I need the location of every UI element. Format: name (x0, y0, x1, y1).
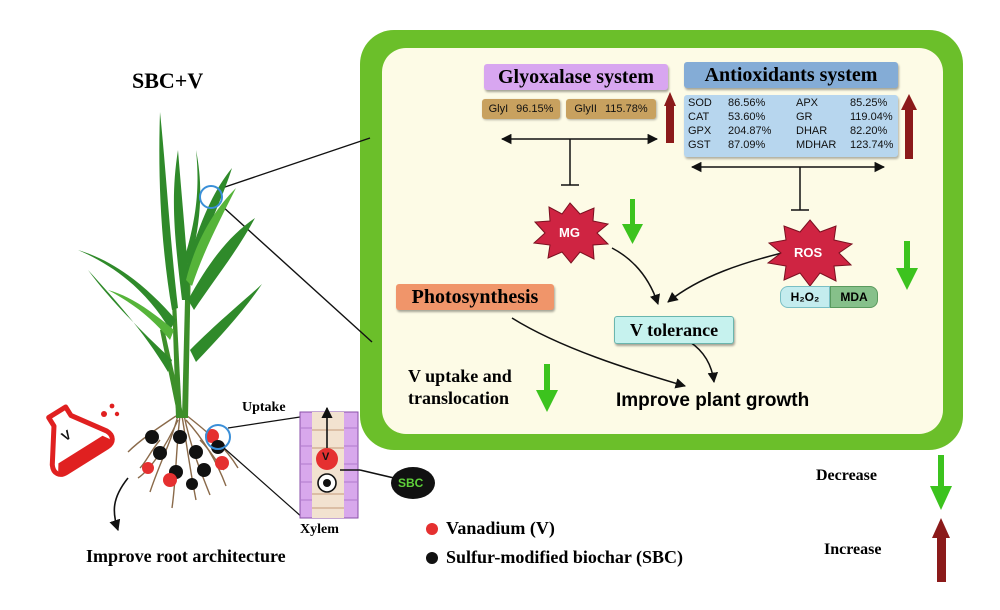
anti-name: SOD (688, 97, 712, 109)
anti-name: GPX (688, 125, 712, 137)
anti-value: 86.56% (728, 97, 766, 109)
mg-decrease-arrow (622, 199, 643, 244)
v-uptake-line2: translocation (408, 388, 509, 408)
v-uptake-line1: V uptake and (408, 366, 512, 386)
v-tolerance-label: V tolerance (629, 319, 719, 340)
anti-value: 85.25% (850, 97, 888, 109)
legend-biochar-dot (426, 552, 438, 564)
anti-value: 53.60% (728, 111, 766, 123)
plant-growth-label: Improve plant growth (616, 390, 810, 411)
uptake-label: Uptake (242, 400, 286, 415)
legend-biochar-label: Sulfur-modified biochar (SBC) (446, 547, 684, 567)
photosynthesis-box: Photosynthesis (396, 284, 554, 310)
glyoxalase-title: Glyoxalase system (497, 65, 655, 88)
anti-value: 123.74% (850, 139, 894, 151)
glyi-value: 96.15% (516, 103, 554, 115)
anti-name: GR (796, 111, 813, 123)
glyi-pill: GlyI 96.15% (482, 99, 560, 119)
h2o2-pill: H₂O₂ (780, 286, 830, 308)
glyoxalase-increase-arrow (664, 92, 676, 143)
mg-burst (532, 202, 610, 264)
antioxidants-title: Antioxidants system (704, 63, 878, 86)
xylem-section (299, 406, 395, 519)
glyi-name: GlyI (488, 103, 509, 115)
left-title: SBC+V (132, 68, 204, 93)
glyoxalase-title-box: Glyoxalase system (484, 64, 668, 90)
root-magnify-circle (205, 424, 231, 450)
glyii-pill: GlyII 115.78% (566, 99, 656, 119)
anti-name: MDHAR (796, 139, 837, 151)
sbc-badge-shape (391, 467, 435, 499)
anti-name: CAT (688, 111, 710, 123)
plant-illustration (78, 112, 262, 509)
anti-name: GST (688, 139, 711, 151)
anti-value: 204.87% (728, 125, 772, 137)
cell-arrows (500, 133, 886, 389)
xylem-v-marker: V (322, 451, 330, 463)
legend-increase-label: Increase (824, 541, 882, 558)
legend-decrease-arrow (930, 455, 952, 510)
glyii-name: GlyII (574, 103, 597, 115)
antioxidants-title-box: Antioxidants system (684, 62, 898, 88)
h2o2-label: H₂O₂ (790, 290, 820, 304)
legend-increase-arrow (932, 518, 950, 582)
antioxidants-increase-arrow (901, 94, 917, 159)
vuptake-decrease-arrow (536, 364, 558, 412)
glyii-value: 115.78% (605, 103, 648, 115)
ros-decrease-arrow (896, 241, 918, 290)
leaf-magnify-circle (199, 185, 223, 209)
anti-value: 119.04% (850, 111, 893, 123)
zoom-line-top (221, 137, 371, 189)
root-outcome-label: Improve root architecture (86, 546, 286, 566)
antioxidants-values: SOD 86.56% APX 85.25% CAT 53.60% GR 119.… (684, 95, 898, 157)
mda-label: MDA (840, 290, 868, 304)
anti-value: 87.09% (728, 139, 766, 151)
mda-pill: MDA (830, 286, 878, 308)
photosynthesis-label: Photosynthesis (411, 285, 539, 308)
anti-name: APX (796, 97, 819, 109)
root-outcome-arrow (109, 477, 129, 532)
legend-decrease-label: Decrease (816, 467, 877, 484)
anti-name: DHAR (796, 125, 828, 137)
legend-vanadium-dot (426, 523, 438, 535)
ros-label: ROS (794, 245, 823, 260)
sbc-badge-label: SBC (398, 476, 424, 490)
root-particles (142, 429, 229, 490)
anti-value: 82.20% (850, 125, 888, 137)
flask-icon (46, 403, 120, 477)
v-tolerance-box: V tolerance (614, 316, 734, 344)
legend-vanadium-label: Vanadium (V) (446, 518, 555, 538)
mg-label: MG (559, 225, 580, 240)
xylem-label: Xylem (300, 522, 339, 537)
